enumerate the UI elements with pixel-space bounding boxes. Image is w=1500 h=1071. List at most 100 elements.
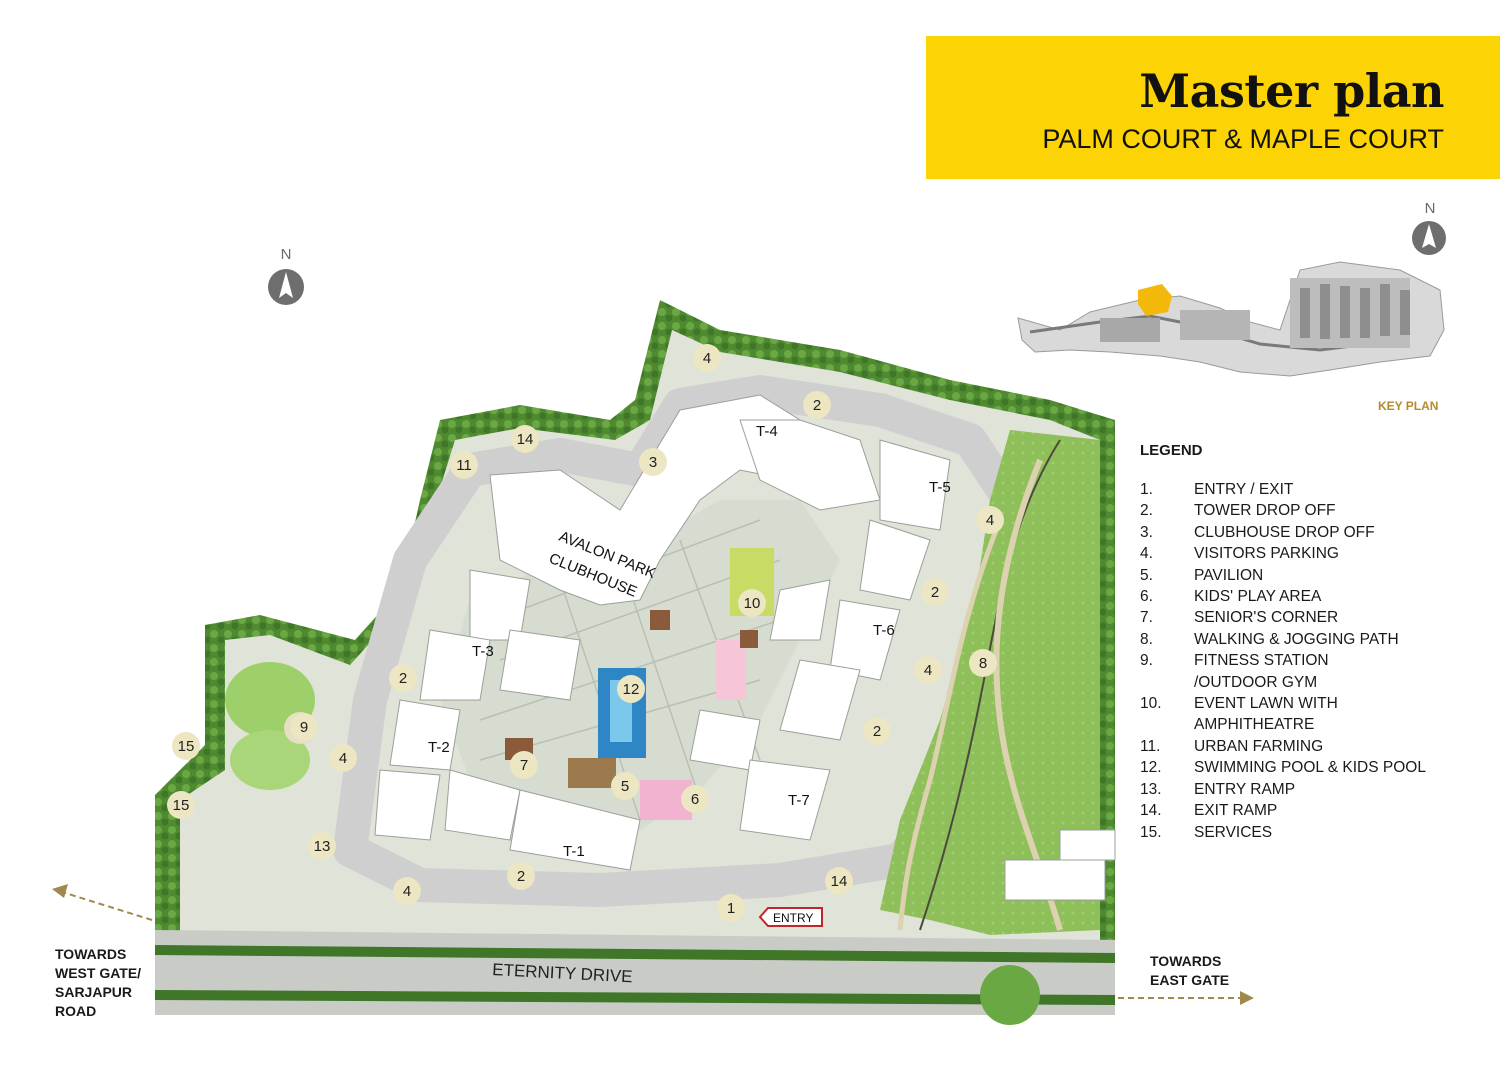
callout-15: 15 <box>167 791 195 819</box>
callout-2: 2 <box>863 717 891 745</box>
callout-9: 9 <box>290 713 318 741</box>
tower-label-t7: T-7 <box>788 792 810 809</box>
tower-t3-block-b <box>419 629 491 701</box>
callout-2: 2 <box>507 862 535 890</box>
tower-t2-block-a <box>389 699 461 771</box>
tower-label-t3: T-3 <box>472 643 494 660</box>
key-plan-label: KEY PLAN <box>1378 399 1438 413</box>
callout-2: 2 <box>389 664 417 692</box>
callout-4: 4 <box>329 744 357 772</box>
legend-label: ENTRY RAMP <box>1194 780 1296 798</box>
svg-text:8: 8 <box>979 655 987 672</box>
legend-list: 1.ENTRY / EXIT 2.TOWER DROP OFF 3.CLUBHO… <box>1140 479 1480 843</box>
tower-t6-block-c <box>779 659 861 741</box>
legend-num: 2. <box>1140 502 1153 520</box>
tower-label-t6: T-6 <box>873 622 895 639</box>
callout-12: 12 <box>617 675 645 703</box>
svg-text:7: 7 <box>520 757 528 774</box>
svg-text:1: 1 <box>727 900 735 917</box>
legend-label: EVENT LAWN WITH AMPHITHEATRE <box>1194 695 1338 734</box>
east-gate-arrow-icon <box>1118 991 1254 1005</box>
legend-label: URBAN FARMING <box>1194 737 1324 755</box>
east-neighbour-buildings <box>1004 829 1116 901</box>
legend-num: 5. <box>1140 566 1153 584</box>
legend-item: 10. EVENT LAWN WITH AMPHITHEATRE <box>1140 693 1480 736</box>
svg-text:10: 10 <box>744 595 761 612</box>
tower-t6-block-b <box>829 599 901 681</box>
svg-text:4: 4 <box>986 512 994 529</box>
tower-label-t5: T-5 <box>929 479 951 496</box>
legend-item: 8.WALKING & JOGGING PATH <box>1140 629 1480 650</box>
callout-6: 6 <box>681 785 709 813</box>
legend-num: 14. <box>1140 802 1162 820</box>
key-plan-map <box>1017 261 1445 377</box>
svg-text:2: 2 <box>873 723 881 740</box>
callout-4: 4 <box>976 506 1004 534</box>
entry-sign-label: ENTRY <box>773 911 813 925</box>
callout-4: 4 <box>914 656 942 684</box>
legend-title: LEGEND <box>1140 442 1203 459</box>
callout-2: 2 <box>803 391 831 419</box>
legend-num: 10. <box>1140 695 1162 713</box>
tower-t5-block-a <box>879 439 951 531</box>
legend-num: 11. <box>1140 737 1161 755</box>
svg-text:6: 6 <box>691 791 699 808</box>
legend-item: 3.CLUBHOUSE DROP OFF <box>1140 522 1480 543</box>
legend-num: 4. <box>1140 545 1153 563</box>
legend-item: 15. SERVICES <box>1140 822 1480 843</box>
svg-text:2: 2 <box>813 397 821 414</box>
legend-item: 13.ENTRY RAMP <box>1140 779 1480 800</box>
legend-item: 9.FITNESS STATION /OUTDOOR GYM <box>1140 650 1480 693</box>
legend-label: TOWER DROP OFF <box>1194 502 1336 520</box>
svg-text:12: 12 <box>623 681 640 698</box>
svg-text:4: 4 <box>703 350 711 367</box>
tower-t1-block-a <box>444 769 521 841</box>
svg-text:2: 2 <box>517 868 525 885</box>
svg-text:11: 11 <box>456 457 472 474</box>
key-plan-north-arrow-icon: N <box>1412 200 1446 255</box>
legend-num: 7. <box>1140 609 1153 627</box>
tower-t3-block-c <box>499 629 581 701</box>
legend-item: 14. EXIT RAMP <box>1140 800 1480 821</box>
tower-footprints <box>374 394 951 871</box>
callout-10: 10 <box>738 589 766 617</box>
clubhouse-building <box>489 394 801 606</box>
page-subtitle: PALM COURT & MAPLE COURT <box>1042 124 1444 154</box>
svg-text:15: 15 <box>178 738 195 755</box>
legend-num: 6. <box>1140 588 1153 606</box>
svg-text:2: 2 <box>399 670 407 687</box>
callout-2: 2 <box>921 578 949 606</box>
legend-item: 12.SWIMMING POOL & KIDS POOL <box>1140 757 1480 778</box>
callout-15: 15 <box>172 732 200 760</box>
page-title: Master plan <box>1139 64 1444 118</box>
legend-label: PAVILION <box>1194 566 1264 584</box>
title-banner: Master plan PALM COURT & MAPLE COURT <box>926 36 1500 179</box>
callout-3: 3 <box>639 448 667 476</box>
callout-13: 13 <box>308 832 336 860</box>
legend-num: 12. <box>1140 759 1162 777</box>
tower-label-t4: T-4 <box>756 423 778 440</box>
callout-4: 4 <box>693 344 721 372</box>
tower-t2-block-b <box>374 769 441 841</box>
legend-item: 6.KIDS' PLAY AREA <box>1140 586 1480 607</box>
legend-num: 15. <box>1140 823 1162 841</box>
towards-west-gate-label: TOWARDS WEST GATE/ SARJAPUR ROAD <box>55 946 142 1019</box>
svg-text:4: 4 <box>339 750 347 767</box>
legend-label: SERVICES <box>1194 823 1273 841</box>
svg-text:3: 3 <box>649 454 657 471</box>
eternity-drive-road: ETERNITY DRIVE <box>154 930 1116 1025</box>
legend-num: 3. <box>1140 523 1153 541</box>
towards-east-gate-label: TOWARDS EAST GATE <box>1150 953 1230 988</box>
callouts: 1 2 2 2 2 2 3 4 4 4 4 4 4 5 6 7 8 9 10 1… <box>167 344 1004 922</box>
callout-11: 11 <box>450 451 478 479</box>
legend-label: FITNESS STATION /OUTDOOR GYM <box>1194 652 1329 691</box>
legend-item: 4. VISITORS PARKING <box>1140 543 1480 564</box>
legend-label: EXIT RAMP <box>1194 802 1278 820</box>
svg-text:5: 5 <box>621 778 629 795</box>
callout-5: 5 <box>611 772 639 800</box>
legend-label: VISITORS PARKING <box>1194 545 1339 563</box>
svg-text:14: 14 <box>517 431 534 448</box>
svg-text:9: 9 <box>300 719 308 736</box>
legend-item: 5. PAVILION <box>1140 565 1480 586</box>
callout-14: 14 <box>825 867 853 895</box>
